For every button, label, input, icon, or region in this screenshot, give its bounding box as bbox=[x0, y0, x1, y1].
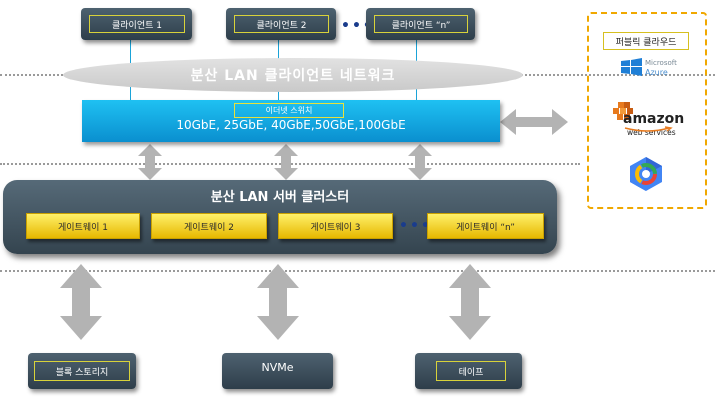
arrow-cluster-nvme bbox=[257, 264, 299, 340]
dotted-separator-bottom bbox=[0, 270, 715, 272]
arrow-switch-gateway-2 bbox=[274, 144, 298, 180]
client-box-2: 클라이언트 2 bbox=[226, 8, 336, 40]
nvme-box: NVMe bbox=[222, 353, 333, 389]
arrow-cluster-block-storage bbox=[60, 264, 102, 340]
aws-line2: web services bbox=[627, 128, 676, 137]
ethernet-speeds: 10GbE, 25GbE, 40GbE,50GbE,100GbE bbox=[176, 118, 406, 132]
client-network-label: 분산 LAN 클라이언트 네트워크 bbox=[190, 68, 396, 84]
tape-box: 테이프 bbox=[415, 353, 522, 389]
arrow-switch-gateway-n bbox=[408, 144, 432, 180]
arrow-switch-cloud bbox=[500, 109, 568, 135]
arrow-switch-gateway-1 bbox=[138, 144, 162, 180]
block-storage-label: 블록 스토리지 bbox=[34, 361, 130, 381]
client-network-ellipse: 분산 LAN 클라이언트 네트워크 bbox=[63, 58, 523, 92]
aws-cubes-icon bbox=[613, 102, 633, 120]
client-box-1: 클라이언트 1 bbox=[81, 8, 192, 40]
aws-line1: amazon bbox=[623, 111, 685, 127]
ethernet-switch-label: 이더넷 스위치 bbox=[234, 103, 344, 118]
gateway-3: 게이트웨이 3 bbox=[278, 213, 393, 239]
client-box-n: 클라이언트 “n” bbox=[366, 8, 475, 40]
azure-line1: Microsoft bbox=[645, 59, 677, 67]
tape-label: 테이프 bbox=[436, 361, 506, 381]
gateway-ellipsis: ••• bbox=[399, 218, 432, 234]
arrow-cluster-tape bbox=[449, 264, 491, 340]
gateway-1: 게이트웨이 1 bbox=[26, 213, 140, 239]
client-label-n: 클라이언트 “n” bbox=[374, 15, 468, 33]
client-label-2: 클라이언트 2 bbox=[234, 15, 329, 33]
google-cloud-hexagon-icon bbox=[630, 157, 662, 191]
client-ellipsis: ••• bbox=[341, 18, 374, 34]
nvme-label: NVMe bbox=[261, 361, 294, 374]
server-cluster-title: 분산 LAN 서버 클러스터 bbox=[210, 190, 350, 205]
gateway-2: 게이트웨이 2 bbox=[151, 213, 267, 239]
microsoft-azure-logo-icon bbox=[621, 58, 642, 76]
public-cloud-title: 퍼블릭 클라우드 bbox=[603, 32, 689, 50]
ethernet-switch: 이더넷 스위치 10GbE, 25GbE, 40GbE,50GbE,100GbE bbox=[82, 100, 500, 142]
aws-smile-icon bbox=[624, 126, 673, 132]
gateway-n: 게이트웨이 “n” bbox=[427, 213, 544, 239]
client-label-1: 클라이언트 1 bbox=[89, 15, 185, 33]
public-cloud-panel: 퍼블릭 클라우드 Microsoft Azure amazon web serv… bbox=[587, 12, 707, 209]
server-cluster: 분산 LAN 서버 클러스터 게이트웨이 1 게이트웨이 2 게이트웨이 3 •… bbox=[3, 180, 557, 254]
block-storage-box: 블록 스토리지 bbox=[28, 353, 136, 389]
azure-line2: Azure bbox=[645, 68, 668, 77]
